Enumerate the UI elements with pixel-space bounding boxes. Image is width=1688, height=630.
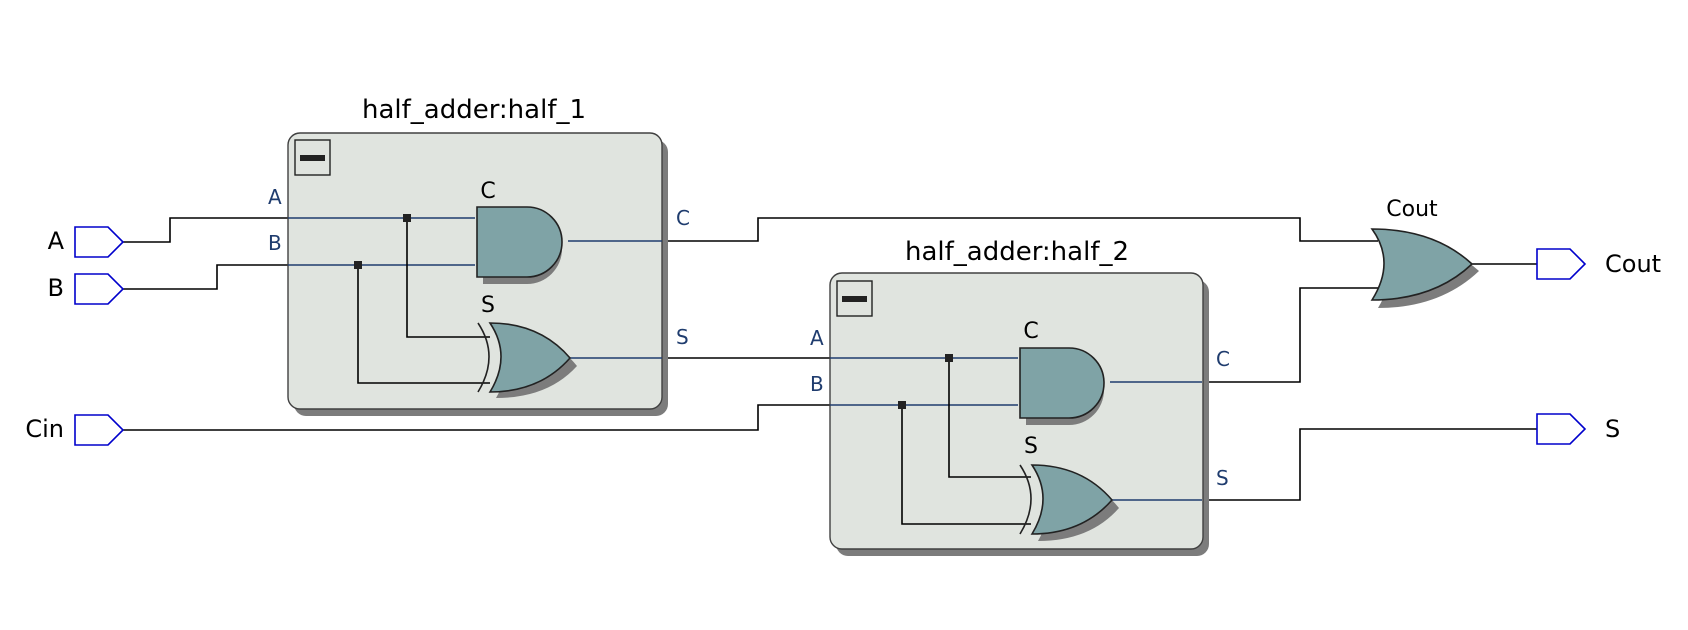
h2-xor-label: S <box>1024 434 1038 459</box>
input-label-a: A <box>48 227 65 255</box>
wires <box>122 217 1537 501</box>
input-label-b: B <box>48 274 64 302</box>
half-2-title: half_adder:half_2 <box>905 237 1129 267</box>
output-pin-s[interactable] <box>1536 413 1587 445</box>
h2-junction-a <box>945 354 953 362</box>
h2-junction-b <box>898 401 906 409</box>
h2-and-gate[interactable] <box>1019 347 1105 425</box>
input-pin-cin[interactable] <box>74 414 125 446</box>
h2-b-branch <box>901 405 1031 525</box>
h2-and-label: C <box>1023 319 1038 344</box>
h2-a-branch <box>948 358 1031 478</box>
input-pin-a[interactable] <box>74 226 125 258</box>
wire-b <box>122 264 288 290</box>
collapse-button-half-1[interactable] <box>294 139 331 176</box>
or-gate-cout[interactable] <box>1370 228 1479 308</box>
wire-a <box>122 217 288 243</box>
wire-h1c-to-or <box>662 217 1378 242</box>
collapse-button-half-2[interactable] <box>836 280 873 317</box>
h1-b-branch <box>357 265 490 384</box>
h2-xor-gate[interactable] <box>1019 464 1119 541</box>
half-adder-2[interactable]: half_adder:half_2 C S A B C S <box>810 237 1230 556</box>
h2-port-c-label: C <box>1216 347 1230 371</box>
input-label-cin: Cin <box>25 415 64 443</box>
half-adder-1[interactable]: half_adder:half_1 C S A B C S <box>268 95 690 416</box>
output-label-cout: Cout <box>1605 250 1661 278</box>
h1-junction-b <box>354 261 362 269</box>
h1-xor-label: S <box>481 293 495 318</box>
h1-port-a-label: A <box>268 185 282 209</box>
h1-port-s-label: S <box>676 325 689 349</box>
input-pin-b[interactable] <box>74 273 125 305</box>
output-label-s: S <box>1605 415 1620 443</box>
wire-cin <box>122 404 830 431</box>
h1-junction-a <box>403 214 411 222</box>
h1-xor-gate[interactable] <box>477 322 577 398</box>
h1-port-b-label: B <box>268 231 282 255</box>
output-pin-cout[interactable] <box>1536 248 1587 280</box>
h2-port-s-label: S <box>1216 466 1229 490</box>
h1-and-gate[interactable] <box>476 206 563 284</box>
h2-port-b-label: B <box>810 372 824 396</box>
h2-port-a-label: A <box>810 326 824 350</box>
h1-and-label: C <box>480 179 495 204</box>
h1-a-branch <box>406 218 490 338</box>
h1-port-c-label: C <box>676 206 690 230</box>
wire-h2c-to-or <box>1202 287 1378 383</box>
or-gate-label: Cout <box>1386 197 1438 222</box>
wire-h2s-to-s <box>1202 428 1537 501</box>
half-1-title: half_adder:half_1 <box>362 95 586 125</box>
